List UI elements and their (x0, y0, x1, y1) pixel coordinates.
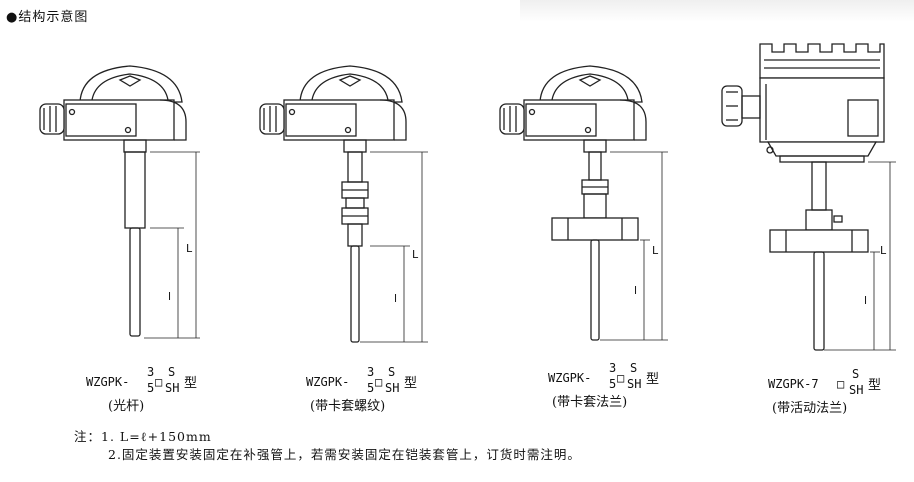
top-shadow (520, 0, 914, 22)
svg-text:WZGPK-: WZGPK- (306, 375, 349, 389)
caption-2: WZGPK- 3 5 □ S SH 型 (带卡套螺纹) (306, 365, 417, 414)
svg-text:(光杆): (光杆) (108, 399, 144, 414)
svg-text:□: □ (837, 377, 844, 391)
svg-text:S: S (388, 365, 395, 379)
diagram-straight-rod (39, 65, 200, 339)
diagram-ferrule-thread (259, 65, 428, 343)
svg-text:(带卡套螺纹): (带卡套螺纹) (310, 398, 385, 414)
dim-l-2: l (394, 292, 397, 305)
svg-text:WZGPK-: WZGPK- (86, 375, 129, 389)
caption-3: WZGPK- 3 5 □ S SH 型 (带卡套法兰) (548, 361, 659, 410)
diagram-ferrule-flange (499, 65, 668, 341)
dim-l-3: l (634, 284, 637, 297)
svg-text:(带活动法兰): (带活动法兰) (772, 401, 847, 416)
svg-text:型: 型 (868, 378, 881, 393)
svg-text:WZGPK-7: WZGPK-7 (768, 377, 819, 391)
svg-text:5: 5 (147, 381, 154, 395)
section-title: ●结构示意图 (6, 10, 89, 25)
svg-text:型: 型 (646, 372, 659, 387)
dim-L-3: L (652, 244, 659, 257)
svg-text:型: 型 (404, 376, 417, 391)
svg-text:3: 3 (367, 365, 374, 379)
svg-text:3: 3 (147, 365, 154, 379)
caption-4: WZGPK-7 □ S SH 型 (带活动法兰) (768, 367, 881, 416)
svg-text:SH: SH (627, 377, 641, 391)
dim-l-4: l (864, 294, 867, 307)
dim-L-4: L (880, 244, 887, 257)
svg-text:S: S (168, 365, 175, 379)
svg-text:□: □ (617, 371, 624, 385)
svg-text:(带卡套法兰): (带卡套法兰) (552, 394, 627, 410)
caption-1: WZGPK- 3 5 □ S SH 型 (光杆) (86, 365, 197, 414)
svg-text:WZGPK-: WZGPK- (548, 371, 591, 385)
svg-text:SH: SH (849, 383, 863, 397)
svg-text:SH: SH (385, 381, 399, 395)
note-line-2: 2.固定装置安装固定在补强管上，若需安装固定在铠装套管上，订货时需注明。 (108, 447, 581, 462)
svg-text:SH: SH (165, 381, 179, 395)
svg-text:S: S (852, 367, 859, 381)
svg-text:5: 5 (609, 377, 616, 391)
svg-text:5: 5 (367, 381, 374, 395)
diagram-movable-flange (721, 43, 896, 351)
svg-text:S: S (630, 361, 637, 375)
svg-text:□: □ (375, 375, 382, 389)
note-line-1: 注：1. L=ℓ+150mm (74, 429, 212, 444)
dim-L-1: L (186, 242, 193, 255)
dim-L-2: L (412, 248, 419, 261)
svg-text:3: 3 (609, 361, 616, 375)
svg-text:型: 型 (184, 376, 197, 391)
dim-l-1: l (168, 290, 171, 303)
svg-text:□: □ (155, 375, 162, 389)
